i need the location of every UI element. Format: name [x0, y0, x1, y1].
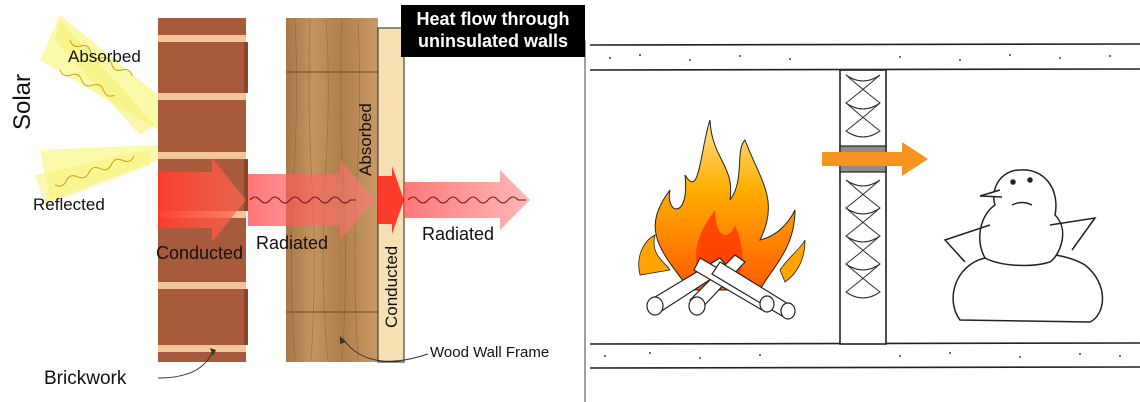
conducted-vertical-label: Conducted — [382, 246, 401, 328]
radiated-right-label: Radiated — [422, 224, 494, 244]
right-panel — [589, 43, 1140, 369]
radiated-arrow-room — [404, 170, 530, 230]
top-rail-dots — [609, 54, 1111, 61]
absorbed-top-label: Absorbed — [68, 47, 141, 66]
title: Heat flow through uninsulated walls — [401, 5, 585, 57]
absorbed-vertical-label: Absorbed — [356, 103, 375, 176]
reflected-label: Reflected — [33, 195, 105, 214]
heat-flow-arrow — [822, 142, 928, 176]
radiated-mid-label: Radiated — [256, 233, 328, 253]
solar-rays — [35, 15, 158, 205]
conducted-arrow-brick — [158, 158, 246, 242]
heat-arrows — [158, 158, 530, 242]
wood-frame-leader — [342, 338, 429, 362]
title-line-1: Heat flow through — [416, 9, 570, 29]
bottom-rail-dots — [604, 352, 1121, 359]
campfire — [638, 119, 806, 320]
radiated-arrow-cavity — [248, 160, 375, 240]
brickwork-label: Brickwork — [44, 368, 127, 389]
title-line-2: uninsulated walls — [417, 31, 569, 51]
insulated-stud — [839, 69, 887, 345]
solar-label: Solar — [9, 74, 36, 130]
conducted-left-label: Conducted — [156, 243, 243, 263]
brickwork-leader — [157, 349, 214, 379]
wood-wall-frame-label: Wood Wall Frame — [430, 344, 549, 361]
snowman — [943, 169, 1104, 323]
top-rail — [589, 43, 1140, 71]
bottom-rail — [589, 342, 1140, 369]
conducted-arrow-plaster — [378, 166, 404, 234]
left-panel: Solar Absorbed Reflected Conducted Radia… — [9, 15, 549, 389]
